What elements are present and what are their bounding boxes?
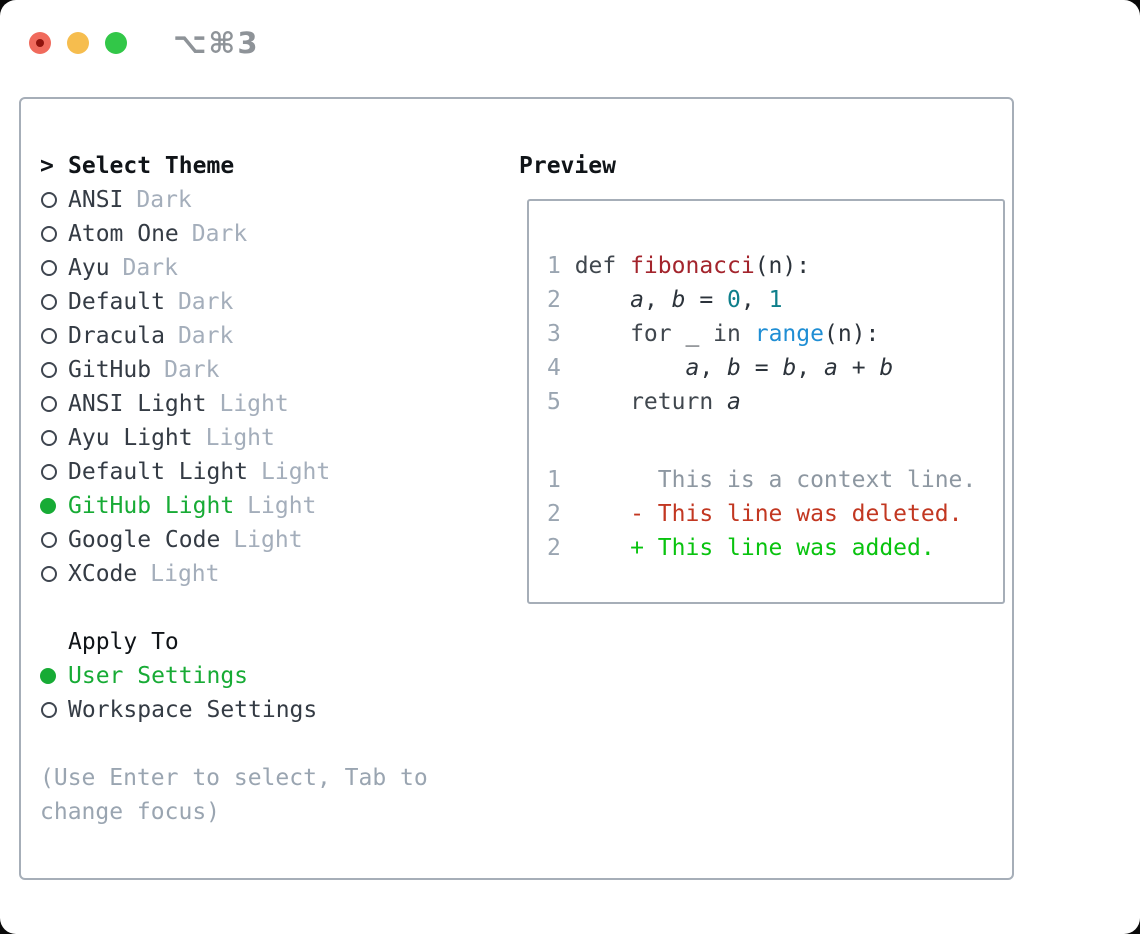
titlebar: ⌥⌘3 xyxy=(29,26,260,60)
close-button[interactable] xyxy=(29,32,51,54)
theme-variant: Light xyxy=(247,493,317,519)
theme-option-github-dark[interactable]: GitHub Dark xyxy=(40,353,500,387)
theme-variant: Dark xyxy=(177,323,234,349)
radio-icon xyxy=(41,192,57,208)
apply-option-workspace-settings[interactable]: Workspace Settings xyxy=(40,693,500,727)
radio-icon xyxy=(41,430,57,446)
theme-list-column: > Select Theme ANSI Dark Atom One Dark A… xyxy=(40,149,500,878)
theme-option-default-light[interactable]: Default Light Light xyxy=(40,455,500,489)
code-line: 5 return a xyxy=(547,389,741,415)
theme-variant: Dark xyxy=(164,357,220,383)
theme-list-header: > Select Theme xyxy=(40,149,500,183)
theme-variant: Light xyxy=(150,561,220,587)
preview-title: Preview xyxy=(519,153,616,179)
radio-icon xyxy=(41,566,57,582)
theme-label: GitHub Light xyxy=(68,493,235,519)
theme-variant: Dark xyxy=(191,221,248,247)
theme-label: Default xyxy=(68,289,165,315)
theme-option-ayu-light[interactable]: Ayu Light Light xyxy=(40,421,500,455)
theme-list-title: Select Theme xyxy=(68,153,235,179)
theme-label: Dracula xyxy=(68,323,165,349)
hint-line-1: (Use Enter to select, Tab to xyxy=(40,765,428,791)
keyboard-hint: (Use Enter to select, Tab to change focu… xyxy=(40,761,500,829)
radio-icon xyxy=(41,328,57,344)
caret-icon: > xyxy=(40,153,54,179)
theme-label: Atom One xyxy=(68,221,179,247)
theme-option-google-code[interactable]: Google Code Light xyxy=(40,523,500,557)
theme-label: ANSI xyxy=(68,187,124,213)
theme-picker-panel: > Select Theme ANSI Dark Atom One Dark A… xyxy=(19,97,1014,880)
radio-icon xyxy=(41,464,57,480)
apply-label: Workspace Settings xyxy=(68,697,318,723)
radio-icon xyxy=(41,226,57,242)
radio-icon xyxy=(41,294,57,310)
radio-icon xyxy=(41,532,57,548)
zoom-button[interactable] xyxy=(105,32,127,54)
theme-label: GitHub xyxy=(68,357,152,383)
radio-icon xyxy=(41,260,57,276)
radio-icon xyxy=(41,362,57,378)
theme-option-ayu-dark[interactable]: Ayu Dark xyxy=(40,251,500,285)
radio-icon xyxy=(41,396,57,412)
window-title: ⌥⌘3 xyxy=(173,26,260,60)
minimize-button[interactable] xyxy=(67,32,89,54)
theme-label: Google Code xyxy=(68,527,221,553)
theme-label: Default Light xyxy=(68,459,249,485)
radio-icon xyxy=(41,702,57,718)
theme-option-ansi-light[interactable]: ANSI Light Light xyxy=(40,387,500,421)
theme-label: Ayu xyxy=(68,255,110,281)
theme-variant: Light xyxy=(205,425,275,451)
radio-selected-icon xyxy=(40,668,56,684)
theme-option-dracula-dark[interactable]: Dracula Dark xyxy=(40,319,500,353)
theme-variant: Dark xyxy=(136,187,192,213)
theme-variant: Dark xyxy=(177,289,234,315)
code-line: 2 a, b = 0, 1 xyxy=(547,287,783,313)
theme-variant: Light xyxy=(219,391,289,417)
theme-variant: Light xyxy=(233,527,303,553)
apply-label: User Settings xyxy=(68,663,249,689)
diff-added-line: 2 + This line was added. xyxy=(547,535,935,561)
theme-option-ansi-dark[interactable]: ANSI Dark xyxy=(40,183,500,217)
theme-label: ANSI Light xyxy=(68,391,207,417)
theme-label: Ayu Light xyxy=(68,425,193,451)
apply-option-user-settings[interactable]: User Settings xyxy=(40,659,500,693)
hint-line-2: change focus) xyxy=(40,799,221,825)
apply-to-title: Apply To xyxy=(68,629,179,655)
code-line: 3 for _ in range(n): xyxy=(547,321,880,347)
apply-to-header: Apply To xyxy=(40,625,500,659)
code-line: 4 a, b = b, a + b xyxy=(547,355,894,381)
theme-option-github-light[interactable]: GitHub Light Light xyxy=(40,489,500,523)
diff-deleted-line: 2 - This line was deleted. xyxy=(547,501,963,527)
theme-option-default-dark[interactable]: Default Dark xyxy=(40,285,500,319)
theme-option-xcode[interactable]: XCode Light xyxy=(40,557,500,591)
theme-option-atom-one-dark[interactable]: Atom One Dark xyxy=(40,217,500,251)
diff-context-line: 1 This is a context line. xyxy=(547,467,977,493)
theme-variant: Dark xyxy=(122,255,178,281)
radio-selected-icon xyxy=(40,498,56,514)
theme-label: XCode xyxy=(68,561,138,587)
theme-variant: Light xyxy=(261,459,331,485)
